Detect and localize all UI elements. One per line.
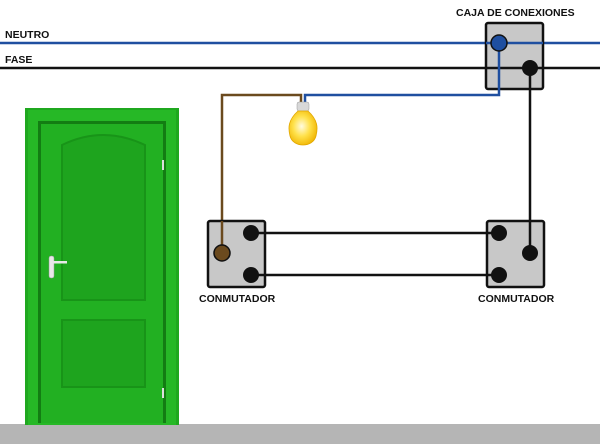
neutral-wire-to-bulb: [303, 43, 501, 102]
switch-right-label: CONMUTADOR: [478, 293, 555, 305]
terminal-left-common: [213, 244, 231, 262]
junction-box-label: CAJA DE CONEXIONES: [456, 7, 575, 19]
terminal-right-common: [522, 245, 538, 261]
return-wire: [220, 93, 303, 253]
junction-box: [484, 21, 545, 91]
door-handle-icon: [48, 255, 67, 279]
switch-left-label: CONMUTADOR: [199, 293, 276, 305]
neutro-label: NEUTRO: [5, 29, 49, 41]
terminal-phase: [522, 60, 538, 76]
door: [25, 108, 179, 425]
light-bulb-icon: [288, 101, 318, 146]
terminal-neutral: [490, 34, 508, 52]
terminal-right-bottom: [491, 267, 507, 283]
terminal-left-bottom: [243, 267, 259, 283]
terminal-left-top: [243, 225, 259, 241]
fase-label: FASE: [5, 54, 32, 66]
terminal-right-top: [491, 225, 507, 241]
floor: [0, 424, 600, 444]
